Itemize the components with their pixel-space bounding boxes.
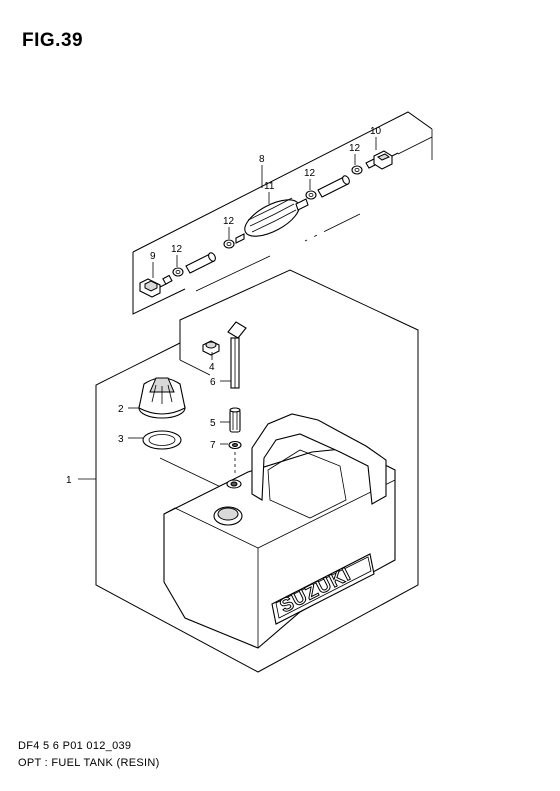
gasket-3 [142,430,182,450]
callout-1: 1 [66,475,72,486]
fuel-tank: SUZUKI [163,413,396,649]
callout-12-b: 12 [223,216,235,227]
diagram-description: OPT : FUEL TANK (RESIN) [18,757,160,769]
primer-bulb-11 [235,197,309,244]
callout-5: 5 [210,418,216,429]
hose-right [317,175,350,198]
callout-6: 6 [210,377,216,388]
clip-12-a [172,267,184,277]
callout-3: 3 [118,434,124,445]
callout-9: 9 [150,251,156,262]
fuel-cap-2 [138,377,186,419]
tank-frame [95,269,419,673]
callout-4: 4 [209,362,215,373]
callout-7: 7 [210,440,216,451]
pickup-tube-6 [227,321,247,389]
clip-12-b [223,239,235,249]
diagram-code: DF4 5 6 P01 012_039 [18,740,132,752]
fuel-line-frame [132,111,433,315]
connector-10 [365,150,399,170]
callout-12-c: 12 [304,168,316,179]
hose-left [185,252,216,274]
clip-12-c [305,190,317,200]
figure-title: FIG.39 [22,30,84,51]
clip-12-d [351,165,363,175]
callout-12-a: 12 [171,244,183,255]
callout-10: 10 [370,126,382,137]
connector-9 [139,274,173,298]
leader-lines [78,137,377,480]
callout-8: 8 [259,154,265,165]
callout-11: 11 [264,181,275,192]
grommet-7 [228,440,242,476]
callout-2: 2 [118,404,124,415]
callout-numbers: 1 2 3 4 5 6 7 8 9 10 11 12 12 12 12 [66,126,382,486]
filter-5 [229,407,241,433]
callout-12-d: 12 [349,143,361,154]
fitting-4 [202,340,220,356]
